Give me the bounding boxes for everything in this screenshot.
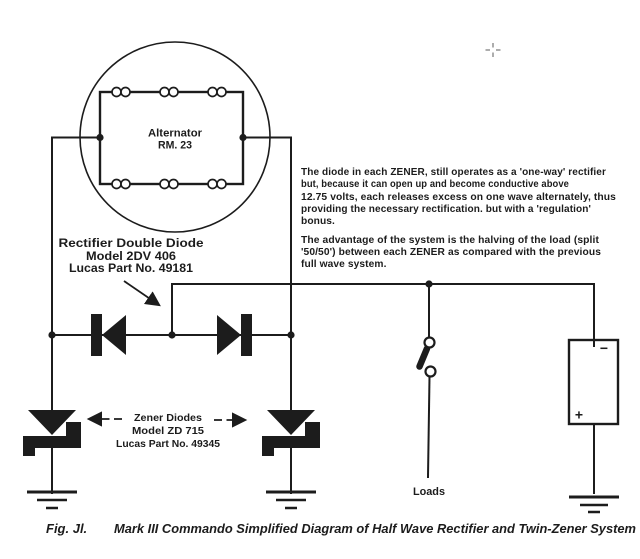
rectifier-label-line1: Rectifier Double Diode	[59, 238, 204, 250]
crosshair-mark-icon	[485, 43, 501, 57]
loads-label: Loads	[413, 486, 445, 498]
right-zener-diode-icon	[262, 410, 320, 456]
alternator-label-line2: RM. 23	[158, 140, 192, 152]
note-para1-line5: bonus.	[301, 216, 335, 227]
junction-dot	[168, 331, 176, 339]
left-ground-icon	[27, 490, 77, 510]
wire-switch-to-loads	[426, 375, 431, 479]
coil-icon	[120, 178, 131, 190]
coil-icon	[216, 178, 227, 190]
switch-lever	[416, 345, 431, 370]
junction-dot	[425, 280, 433, 288]
junction-dot	[239, 133, 247, 142]
pointer-arrows	[86, 280, 248, 428]
right-diode-icon	[217, 315, 241, 355]
note-para2-line3: full wave system.	[301, 259, 387, 270]
coil-icon	[120, 86, 131, 98]
battery-positive-terminal: +	[575, 407, 583, 423]
right-zener-bar-up-tab	[305, 422, 320, 437]
junction-dots	[48, 133, 433, 339]
figure-caption: Mark III Commando Simplified Diagram of …	[114, 521, 636, 536]
rectifier-label-line3: Lucas Part No. 49181	[69, 263, 194, 275]
left-zener-bar	[23, 436, 81, 448]
ground-symbols	[27, 490, 619, 514]
coil-icon	[207, 178, 218, 190]
coil-icon	[111, 86, 122, 98]
wire-dc-bus-to-battery	[171, 283, 595, 347]
left-zener-triangle	[28, 410, 76, 435]
coil-icon	[207, 86, 218, 98]
junction-dot	[96, 133, 104, 142]
zener-label-line2: Model ZD 715	[132, 425, 204, 437]
battery-ground-icon	[569, 495, 619, 514]
right-zener-bar	[262, 436, 320, 448]
right-ground-icon	[266, 490, 316, 510]
note-para2-line2: '50/50') between each ZENER as compared …	[301, 247, 601, 258]
rectifier-label-line2: Model 2DV 406	[86, 251, 176, 263]
zener-diodes	[23, 410, 320, 456]
coil-icon	[168, 178, 179, 190]
rectifier-pointer-arrow-icon	[123, 280, 161, 307]
note-para1-line2: but, because it can open up and become c…	[301, 179, 569, 190]
note-para1-line1: The diode in each ZENER, still operates …	[301, 167, 606, 178]
note-para2-line1: The advantage of the system is the halvi…	[301, 235, 600, 246]
note-para1-line4: providing the necessary rectification. b…	[301, 204, 591, 215]
coil-icon	[216, 86, 227, 98]
junction-dot	[48, 331, 56, 339]
battery-negative-terminal: −	[600, 340, 608, 356]
coil-icon	[111, 178, 122, 190]
left-diode-cathode-bar	[91, 314, 102, 356]
zener-label-line3: Lucas Part No. 49345	[116, 438, 220, 450]
rectifier-double-diode	[91, 314, 252, 356]
coil-icon	[168, 86, 179, 98]
left-zener-bar-down-tab	[23, 447, 35, 456]
stator-winding-coils	[111, 86, 227, 190]
coil-icon	[159, 178, 170, 190]
left-zener-bar-up-tab	[66, 422, 81, 437]
switch-bottom-contact	[424, 365, 437, 378]
alternator-label-line1: Alternator	[148, 128, 203, 140]
wire-left-lead-and-drop	[51, 136, 101, 412]
wire-right-lead-and-drop	[242, 136, 292, 412]
right-zener-triangle	[267, 410, 315, 435]
switch-top-contact	[423, 336, 436, 349]
coil-icon	[159, 86, 170, 98]
loads-switch-icon	[416, 336, 437, 378]
left-zener-diode-icon	[23, 410, 81, 456]
note-para1-line3: 12.75 volts, each releases excess on one…	[301, 192, 616, 203]
zener-label-line1: Zener Diodes	[134, 412, 202, 424]
figure-number: Fig. Jl.	[46, 521, 87, 536]
right-zener-bar-down-tab	[262, 447, 274, 456]
junction-dot	[287, 331, 295, 339]
right-diode-cathode-bar	[241, 314, 252, 356]
left-diode-icon	[102, 315, 126, 355]
